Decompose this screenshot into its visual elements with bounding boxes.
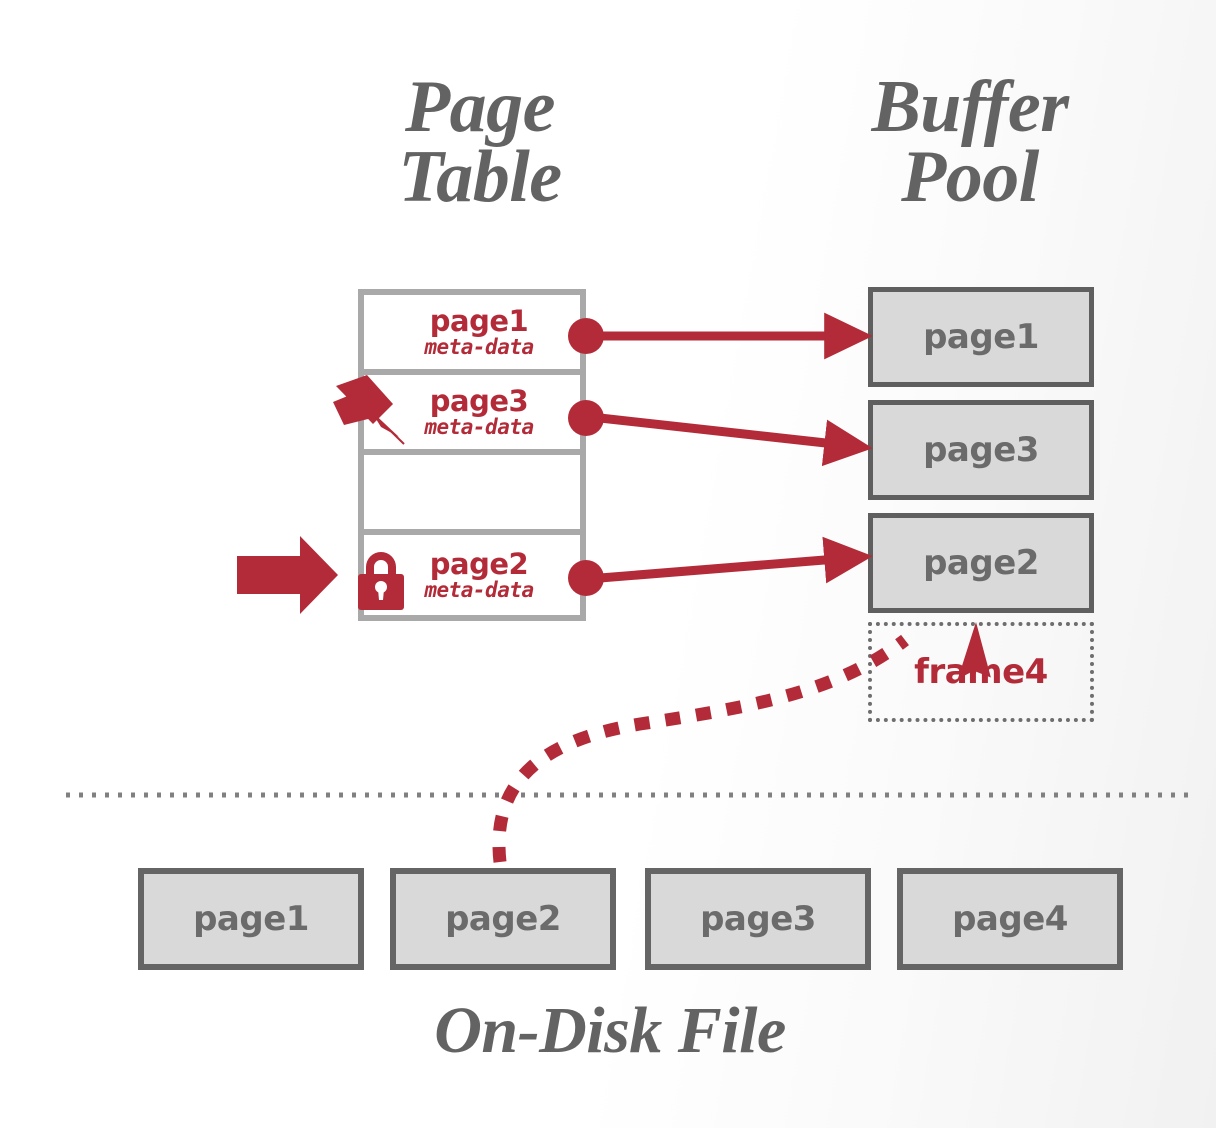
fetch-path-disk-to-frame4 (492, 634, 909, 863)
arrow-page2-to-frame (599, 536, 873, 584)
disk-page-page2[interactable]: page2 (390, 868, 616, 970)
buffer-pool-frame-page1[interactable]: page1 (868, 287, 1094, 387)
page-table-row-title: page1 (429, 303, 529, 338)
page-table-heading-line2: Table (398, 136, 562, 219)
page-table-pointer-dot-page2 (568, 560, 604, 596)
page-table-row-title: page3 (429, 383, 529, 418)
page-table: page1 meta-data page3 meta-data page2 me… (358, 289, 586, 621)
arrow-page3-to-frame (599, 413, 873, 467)
buffer-pool-frame-page2[interactable]: page2 (868, 513, 1094, 613)
disk-page-page3[interactable]: page3 (645, 868, 871, 970)
on-disk-file-heading: On-Disk File (434, 994, 786, 1067)
page-table-row-3[interactable]: page2 meta-data (364, 535, 580, 615)
page-table-pointer-dot-page1 (568, 318, 604, 354)
request-arrow-icon (237, 536, 338, 614)
page-table-row-0[interactable]: page1 meta-data (364, 295, 580, 375)
page-table-heading: Page Table (330, 66, 630, 219)
page-table-row-meta: meta-data (424, 577, 534, 602)
disk-page-page1[interactable]: page1 (138, 868, 364, 970)
page-table-row-2-empty[interactable] (364, 455, 580, 535)
buffer-pool-frame-empty-frame4[interactable]: frame4 (868, 622, 1094, 722)
page-table-row-meta: meta-data (424, 334, 534, 359)
buffer-pool-heading: Buffer Pool (820, 66, 1120, 219)
page-table-row-1[interactable]: page3 meta-data (364, 375, 580, 455)
page-table-row-meta: meta-data (424, 414, 534, 439)
page-table-pointer-dot-page3 (568, 400, 604, 436)
page-table-heading-line1: Page (404, 66, 556, 148)
page-table-row-title: page2 (429, 546, 529, 581)
buffer-pool-heading-line2: Pool (901, 136, 1039, 219)
disk-page-page4[interactable]: page4 (897, 868, 1123, 970)
buffer-pool-heading-line1: Buffer (871, 66, 1069, 148)
buffer-pool-frame-page3[interactable]: page3 (868, 400, 1094, 500)
